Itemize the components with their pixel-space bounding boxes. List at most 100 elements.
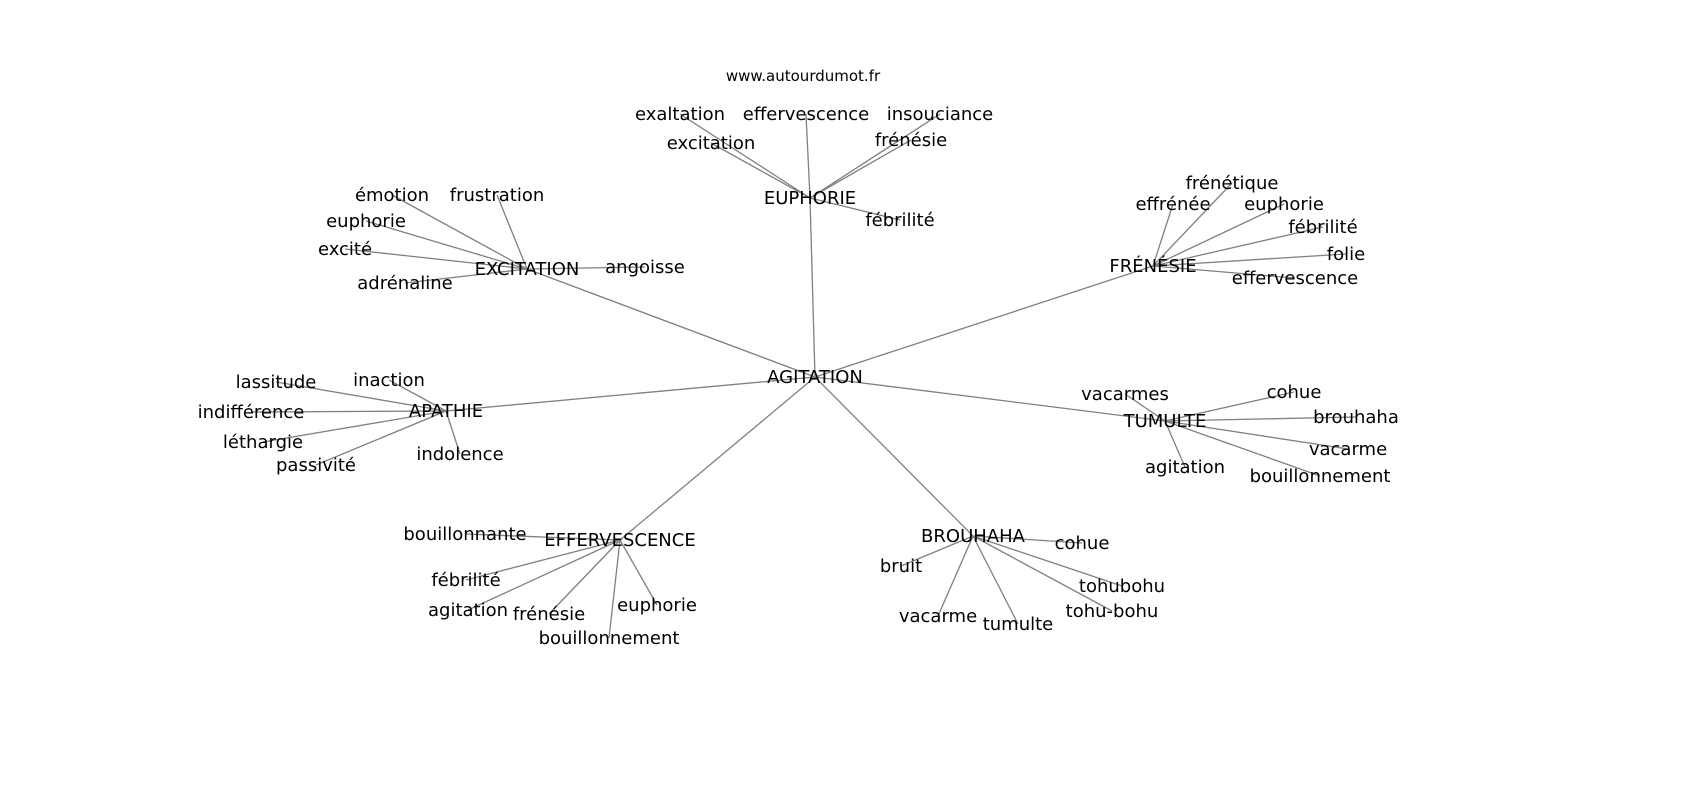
graph-edge <box>1152 182 1233 267</box>
graph-edge <box>972 535 1123 587</box>
leaf-node-label: indolence <box>416 444 503 465</box>
leaf-node-label: excité <box>318 239 372 260</box>
graph-edge <box>275 381 447 412</box>
leaf-node-label: effervescence <box>743 104 869 125</box>
leaf-node-label: agitation <box>1145 457 1225 478</box>
graph-edge <box>388 379 447 412</box>
site-title: www.autourdumot.fr <box>726 67 881 85</box>
leaf-node-label: vacarme <box>1309 439 1387 460</box>
leaf-node-label: brouhaha <box>1313 407 1399 428</box>
graph-edge <box>391 194 528 270</box>
graph-edge <box>1164 416 1357 422</box>
leaf-node-label: inaction <box>353 370 425 391</box>
leaf-node-label: indifférence <box>198 402 305 423</box>
graph-edge <box>1152 203 1174 267</box>
graph-edge <box>608 539 621 639</box>
leaf-node-label: cohue <box>1055 533 1110 554</box>
leaf-node-label: émotion <box>355 185 429 206</box>
leaf-node-label: euphorie <box>1244 194 1324 215</box>
group-node-label: EFFERVESCENCE <box>544 530 695 551</box>
graph-edge <box>445 410 461 455</box>
graph-edge <box>1164 420 1321 477</box>
graph-edge <box>972 535 1019 625</box>
graph-edge <box>1164 420 1349 450</box>
graph-edge <box>464 533 621 541</box>
graph-edge <box>972 535 1083 544</box>
graph-edge <box>937 535 974 617</box>
node-labels: AGITATION EUPHORIE exaltation effervescence… <box>198 104 1399 649</box>
leaf-node-label: bouillonnement <box>1250 466 1391 487</box>
graph-edge <box>1152 226 1324 267</box>
leaf-node-label: passivité <box>276 455 356 476</box>
graph-edge <box>900 535 974 567</box>
group-node-label: APATHIE <box>409 401 483 422</box>
graph-edge <box>250 410 447 413</box>
graph-edge <box>262 410 447 443</box>
graph-edge <box>526 268 816 378</box>
leaf-node-label: effervescence <box>1232 268 1358 289</box>
graph-edge <box>548 539 621 615</box>
leaf-node-label: frénétique <box>1186 173 1279 194</box>
group-node-label: TUMULTE <box>1123 411 1207 432</box>
leaf-node-label: bouillonnante <box>403 524 526 545</box>
graph-edge <box>814 376 1166 422</box>
leaf-node-label: léthargie <box>223 432 303 453</box>
leaf-node-label: excitation <box>667 133 756 154</box>
graph-edge <box>710 142 811 199</box>
graph-edge <box>365 220 528 270</box>
graph-edge <box>619 376 816 541</box>
graph-edge <box>809 113 941 199</box>
graph-edge <box>1152 253 1347 267</box>
leaf-node-label: insouciance <box>887 104 994 125</box>
graph-edge <box>1152 265 1296 279</box>
graph-edge <box>467 539 621 611</box>
leaf-node-label: folie <box>1327 244 1365 265</box>
group-node-label: FRÉNÉSIE <box>1109 255 1196 277</box>
graph-edge <box>814 265 1154 378</box>
leaf-node-label: frénésie <box>875 130 947 151</box>
graph-edge <box>805 113 811 199</box>
leaf-node-label: tumulte <box>983 614 1054 635</box>
graph-edge <box>404 268 528 284</box>
graph-edge <box>809 139 912 199</box>
leaf-node-label: euphorie <box>617 595 697 616</box>
leaf-node-label: bouillonnement <box>539 628 680 649</box>
leaf-node-label: vacarmes <box>1081 384 1169 405</box>
graph-edge <box>344 248 528 270</box>
graph-edge <box>809 197 816 378</box>
group-node-label: EXCITATION <box>475 259 580 280</box>
leaf-node-label: adrénaline <box>357 273 452 294</box>
leaf-node-label: fébrilité <box>1288 217 1357 238</box>
leaf-node-label: effrénée <box>1135 194 1210 215</box>
leaf-node-label: fébrilité <box>431 570 500 591</box>
leaf-node-label: exaltation <box>635 104 725 125</box>
group-node-label: BROUHAHA <box>921 526 1026 547</box>
graph-edge <box>619 539 658 606</box>
leaf-node-label: tohubohu <box>1079 576 1165 597</box>
graph-edge <box>972 535 1113 612</box>
leaf-node-label: lassitude <box>236 372 317 393</box>
edges <box>250 113 1357 639</box>
leaf-node-label: bruit <box>880 556 922 577</box>
graph-edge <box>1124 393 1166 422</box>
leaf-node-label: angoisse <box>605 257 685 278</box>
graph-edge <box>1152 203 1285 267</box>
leaf-node-label: frustration <box>450 185 545 206</box>
leaf-node-label: fébrilité <box>865 210 934 231</box>
graph-edge <box>809 197 901 221</box>
graph-edge <box>445 376 816 412</box>
leaf-node-label: frénésie <box>513 604 585 625</box>
graph-edge <box>679 113 811 199</box>
group-node-label: EUPHORIE <box>764 188 856 209</box>
graph-edge <box>496 194 528 270</box>
graph-edge <box>1164 420 1186 468</box>
leaf-node-label: vacarme <box>899 606 977 627</box>
graph-edge <box>814 376 974 537</box>
graph-edge <box>315 410 447 466</box>
center-node-label: AGITATION <box>767 367 863 388</box>
leaf-node-label: tohu-bohu <box>1066 601 1159 622</box>
graph-edge <box>465 539 621 581</box>
leaf-node-label: euphorie <box>326 211 406 232</box>
